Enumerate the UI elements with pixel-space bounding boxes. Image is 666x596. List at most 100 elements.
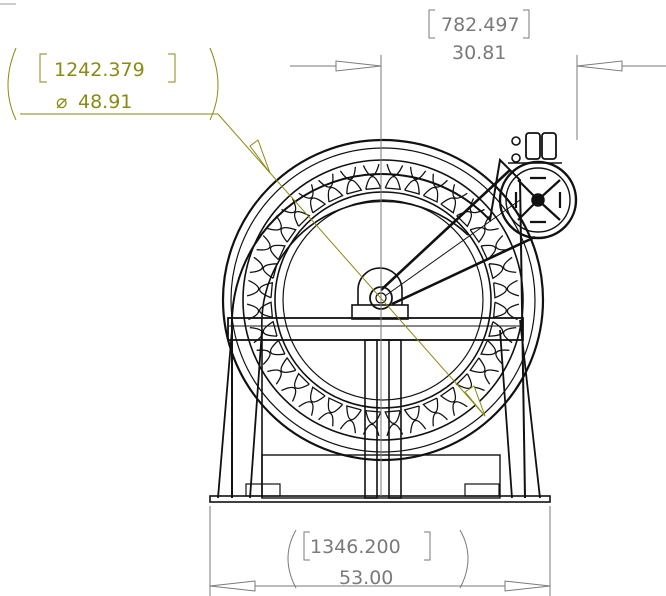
lattice-cell-edge	[506, 279, 520, 297]
motor-body-2	[541, 132, 557, 160]
offset-imperial: 30.81	[452, 42, 506, 64]
lattice-cell	[404, 179, 420, 195]
machine-front-view	[209, 132, 578, 503]
diameter-arrow-top	[249, 139, 271, 174]
lattice-cell	[269, 339, 286, 356]
offset-bracket-left	[428, 9, 435, 39]
lattice-cell-edge	[495, 235, 510, 251]
lattice-cell-edge	[256, 235, 271, 251]
lattice-cell-edge	[495, 349, 510, 365]
lattice-cell-edge	[267, 215, 282, 231]
lattice-cell	[269, 244, 286, 261]
lattice-cell	[346, 405, 362, 421]
lattice-cell	[262, 263, 278, 279]
width-paren-left	[287, 529, 297, 589]
diameter-paren-right	[209, 47, 219, 121]
lattice-cell-edge	[318, 412, 334, 427]
lattice-cell-edge	[256, 349, 271, 365]
lattice-cell-edge	[339, 419, 357, 434]
diameter-leader-line	[217, 113, 486, 417]
arrow-offset-right	[576, 60, 623, 72]
lattice-cell	[293, 210, 311, 227]
width-paren-right	[459, 529, 469, 589]
lattice-cell-edge	[452, 184, 468, 199]
drive-pulley	[498, 160, 578, 240]
arrow-offset-left	[335, 60, 382, 72]
diameter-paren-left	[7, 47, 17, 121]
lattice-cell	[480, 339, 497, 356]
lattice-cell-edge	[409, 419, 427, 434]
arrow-width-right	[504, 580, 551, 592]
lattice-cell-edge	[249, 256, 264, 274]
frame-arch-inner	[261, 200, 469, 498]
lattice-cell	[439, 386, 457, 403]
lattice-cell	[384, 410, 401, 425]
dimension-diameter	[7, 47, 486, 417]
foot-right	[464, 483, 500, 497]
lattice-cell-edge	[339, 166, 357, 181]
lattice-cell-edge	[298, 401, 314, 416]
lattice-cell	[262, 320, 278, 337]
motor-body-1	[525, 132, 541, 160]
wheel-inner-rim	[282, 199, 484, 401]
lattice-cell-edge	[267, 369, 282, 385]
diameter-imperial: 48.91	[78, 91, 132, 113]
wheel-lattice-inner	[274, 191, 492, 409]
width-bracket-left	[303, 531, 310, 561]
lattice-cell	[440, 197, 457, 214]
lattice-cell	[258, 281, 274, 299]
lattice-cell	[384, 175, 402, 191]
lattice-cell	[280, 356, 297, 374]
width-bracket-right	[424, 531, 431, 561]
wheel-lattice-outer	[242, 159, 524, 441]
center-post-left	[364, 339, 378, 499]
lattice-cell	[293, 372, 310, 390]
lattice-cell-edge	[246, 279, 260, 297]
frame-right-leg	[499, 319, 541, 499]
lattice-cell	[346, 179, 363, 195]
lattice-cell	[365, 175, 382, 190]
base-plate	[209, 495, 551, 503]
lattice-cell	[309, 386, 326, 403]
frame-left-leg	[217, 329, 263, 499]
lattice-cell	[327, 186, 344, 203]
diameter-arrow-bottom	[464, 385, 486, 417]
lattice-cell	[422, 186, 439, 203]
lattice-cell-edge	[386, 163, 404, 177]
lattice-cell	[469, 357, 486, 374]
wheel-outer-rim	[221, 138, 545, 462]
offset-bracket-right	[523, 9, 530, 39]
lattice-cell-edge	[452, 401, 468, 416]
hub-bearing-housing	[357, 267, 403, 305]
lattice-cell	[364, 409, 382, 425]
lattice-cell	[280, 226, 297, 243]
lattice-cell-edge	[484, 369, 499, 385]
pulley-spokes	[514, 176, 562, 224]
lattice-cell-edge	[281, 386, 297, 402]
drive-belt-lower	[391, 235, 536, 306]
lattice-cell-edge	[409, 166, 427, 181]
diameter-symbol: ⌀	[56, 91, 67, 113]
lattice-cell-edge	[432, 173, 448, 188]
lattice-cell	[422, 397, 439, 414]
lattice-cell	[493, 282, 508, 299]
frame-arch-outer	[230, 157, 526, 499]
width-metric: 1346.200	[310, 536, 401, 558]
dimension-overall-width	[209, 506, 551, 596]
lattice-cell-edge	[318, 173, 334, 188]
lattice-cell	[492, 301, 508, 319]
center-post-right	[388, 339, 402, 499]
width-imperial: 53.00	[339, 567, 393, 589]
wheel-outer-rim-inner	[230, 147, 536, 453]
lattice-cell	[327, 397, 344, 414]
lattice-cell-edge	[432, 412, 448, 427]
lattice-cell-edge	[298, 184, 314, 199]
diameter-bracket-right	[168, 53, 176, 83]
lattice-cell	[488, 263, 504, 280]
lattice-cell-edge	[502, 256, 517, 274]
arrow-width-left	[209, 580, 256, 592]
lattice-cell	[309, 197, 327, 214]
diameter-bracket-left	[39, 53, 47, 83]
drive-belt-upper	[380, 169, 511, 291]
